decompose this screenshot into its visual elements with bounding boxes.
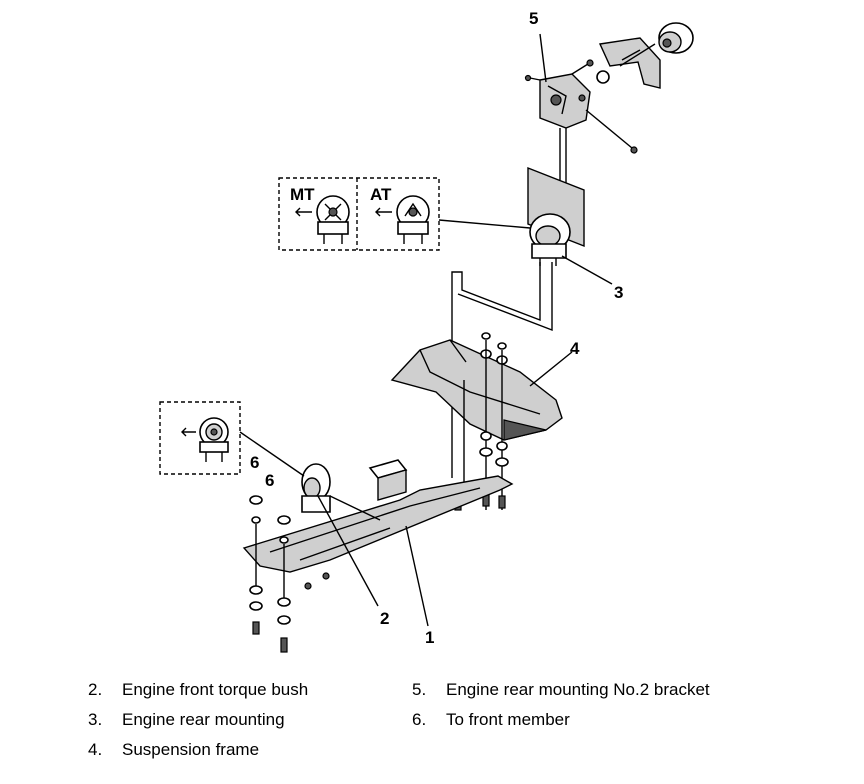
callout-3: 3 bbox=[614, 283, 623, 302]
mt-label: MT bbox=[290, 185, 315, 204]
legend-number: 2. bbox=[88, 680, 103, 699]
callout-6-a: 6 bbox=[250, 453, 259, 472]
callout-6-b: 6 bbox=[265, 471, 274, 490]
front-bush-inset bbox=[159, 401, 305, 477]
mt-at-inset bbox=[278, 177, 531, 251]
legend-text: Suspension frame bbox=[122, 740, 260, 759]
legend-item: 4. Suspension frame bbox=[88, 740, 259, 760]
legend-item: 2. Engine front torque bush bbox=[88, 680, 308, 700]
legend-number: 3. bbox=[88, 710, 103, 729]
callout-4: 4 bbox=[570, 339, 580, 358]
legend-text: Engine front torque bush bbox=[122, 680, 309, 699]
engine-rear-mounting bbox=[451, 166, 585, 478]
at-label: AT bbox=[370, 185, 392, 204]
legend-item: 5. Engine rear mounting No.2 bracket bbox=[412, 680, 710, 700]
suspension-frame bbox=[390, 332, 563, 511]
legend-item: 3. Engine rear mounting bbox=[88, 710, 285, 730]
callout-2: 2 bbox=[380, 609, 389, 628]
legend-number: 6. bbox=[412, 710, 427, 729]
legend-number: 5. bbox=[412, 680, 427, 699]
callout-1: 1 bbox=[425, 628, 434, 647]
legend-item: 6. To front member bbox=[412, 710, 570, 730]
subframe-plate bbox=[242, 459, 514, 653]
legend-text: Engine rear mounting bbox=[122, 710, 285, 729]
callout-5: 5 bbox=[529, 9, 538, 28]
legend-number: 4. bbox=[88, 740, 103, 759]
exploded-view-diagram: 5 3 4 6 6 2 1 MT AT bbox=[159, 9, 694, 653]
rear-mounting-no2-bracket bbox=[524, 22, 694, 192]
legend-text: To front member bbox=[446, 710, 570, 729]
legend-text: Engine rear mounting No.2 bracket bbox=[446, 680, 710, 699]
